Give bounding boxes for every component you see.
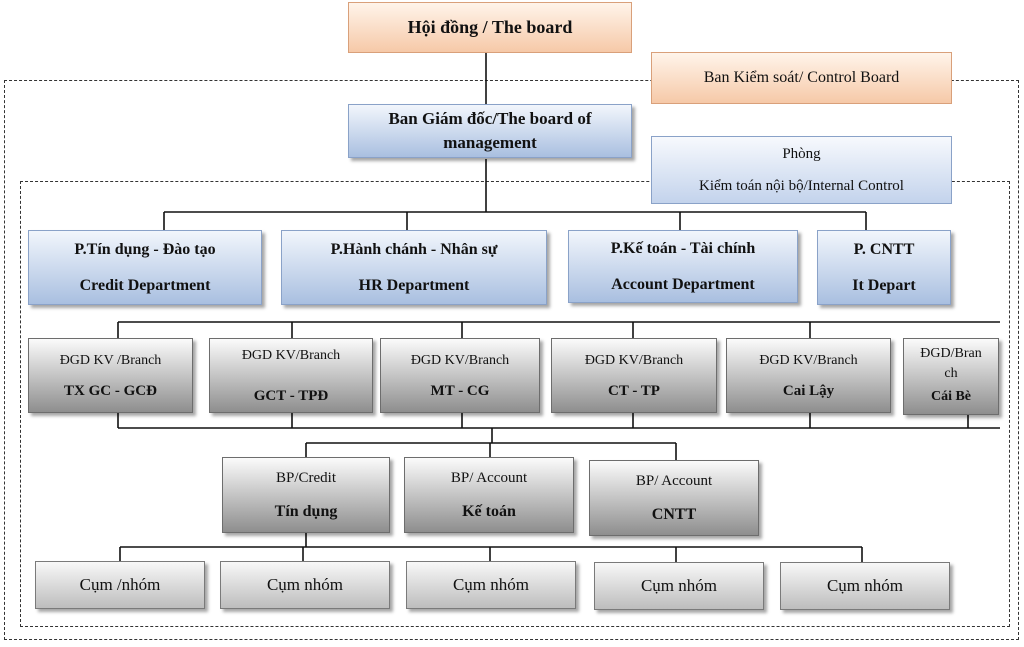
group-box-5: Cụm nhóm xyxy=(780,562,950,610)
internal-control-box: Phòng Kiểm toán nội bộ/Internal Control xyxy=(651,136,952,204)
unit-credit: BP/Credit Tín dụng xyxy=(222,457,390,533)
group-box-3: Cụm nhóm xyxy=(406,561,576,609)
branch-4-line2: CT - TP xyxy=(608,382,660,399)
branch-2-line2: GCT - TPĐ xyxy=(253,387,329,404)
branch-1-line2: TX GC - GCĐ xyxy=(64,382,157,399)
branch-cai-lay: ĐGD KV/Branch Cai Lậy xyxy=(726,338,891,413)
unit-credit-line1: BP/Credit xyxy=(275,470,336,486)
control-board-box: Ban Kiểm soát/ Control Board xyxy=(651,52,952,104)
internal-control-label-line1: Phòng xyxy=(782,146,821,162)
branch-6-line2: Cái Bè xyxy=(930,388,972,404)
group-label-2: Cụm nhóm xyxy=(266,575,344,594)
branch-1-line1: ĐGD KV /Branch xyxy=(59,352,162,368)
department-it-line2: It Depart xyxy=(852,276,916,294)
branch-4-line1: ĐGD KV/Branch xyxy=(584,352,684,368)
unit-account: BP/ Account Kế toán xyxy=(404,457,574,533)
branch-5-line1: ĐGD KV/Branch xyxy=(759,352,858,368)
department-it: P. CNTT It Depart xyxy=(817,230,951,305)
group-box-4: Cụm nhóm xyxy=(594,562,764,610)
unit-it-line2: CNTT xyxy=(651,506,697,523)
branch-cai-be: ĐGD/Bran ch Cái Bè xyxy=(903,338,999,415)
department-credit-line1: P.Tín dụng - Đào tạo xyxy=(74,240,216,258)
unit-credit-line2: Tín dụng xyxy=(274,503,338,520)
unit-it-line1: BP/ Account xyxy=(635,473,713,489)
branch-6-line1b: ch xyxy=(944,365,958,381)
group-label-4: Cụm nhóm xyxy=(640,576,718,595)
unit-it: BP/ Account CNTT xyxy=(589,460,759,536)
board-box: Hội đồng / The board xyxy=(348,2,632,53)
department-hr: P.Hành chánh - Nhân sự HR Department xyxy=(281,230,547,305)
department-account-line2: Account Department xyxy=(611,275,755,293)
branch-3-line1: ĐGD KV/Branch xyxy=(410,352,510,368)
group-box-2: Cụm nhóm xyxy=(220,561,390,609)
group-box-1: Cụm /nhóm xyxy=(35,561,205,609)
inner-dashed-boundary xyxy=(20,181,1010,627)
management-box: Ban Giám đốc/The board of management xyxy=(348,104,632,158)
group-label-5: Cụm nhóm xyxy=(826,576,904,595)
internal-control-label-line2: Kiểm toán nội bộ/Internal Control xyxy=(699,178,904,194)
management-label-line2: management xyxy=(443,133,537,152)
department-hr-line2: HR Department xyxy=(358,276,470,294)
branch-3-line2: MT - CG xyxy=(430,382,490,399)
control-board-label: Ban Kiểm soát/ Control Board xyxy=(703,69,900,86)
department-credit-line2: Credit Department xyxy=(79,276,211,294)
branch-tx-gc-gcd: ĐGD KV /Branch TX GC - GCĐ xyxy=(28,338,193,413)
unit-account-line1: BP/ Account xyxy=(450,470,528,486)
outer-dashed-boundary xyxy=(4,80,1019,640)
branch-5-line2: Cai Lậy xyxy=(782,382,835,399)
branch-mt-cg: ĐGD KV/Branch MT - CG xyxy=(380,338,540,413)
management-label-line1: Ban Giám đốc/The board of xyxy=(388,109,592,128)
branch-6-line1: ĐGD/Bran xyxy=(920,345,982,361)
group-label-3: Cụm nhóm xyxy=(452,575,530,594)
board-label: Hội đồng / The board xyxy=(407,17,573,37)
group-label-1: Cụm /nhóm xyxy=(79,575,161,594)
department-account: P.Kế toán - Tài chính Account Department xyxy=(568,230,798,303)
unit-account-line2: Kế toán xyxy=(462,503,516,520)
department-hr-line1: P.Hành chánh - Nhân sự xyxy=(330,240,498,258)
branch-gct-tpd: ĐGD KV/Branch GCT - TPĐ xyxy=(209,338,373,413)
branch-ct-tp: ĐGD KV/Branch CT - TP xyxy=(551,338,717,413)
branch-2-line1: ĐGD KV/Branch xyxy=(241,347,341,363)
department-credit: P.Tín dụng - Đào tạo Credit Department xyxy=(28,230,262,305)
department-it-line1: P. CNTT xyxy=(853,240,915,258)
department-account-line1: P.Kế toán - Tài chính xyxy=(610,239,756,257)
